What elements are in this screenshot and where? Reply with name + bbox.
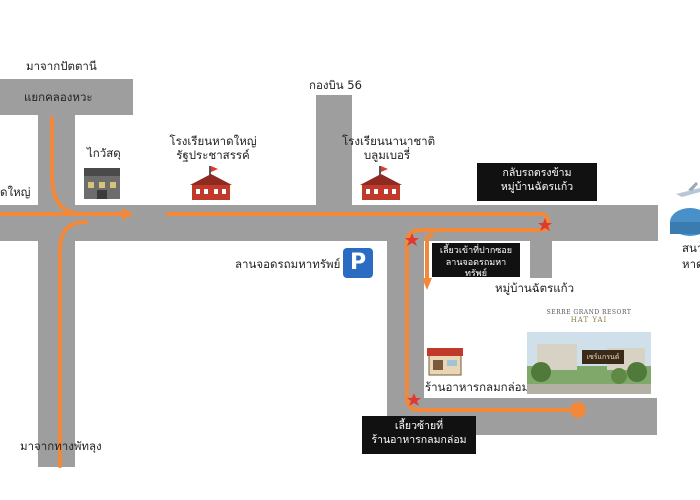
restaurant-label: ร้านอาหารกลมกล่อม <box>425 380 530 394</box>
school-intl-line-2: บลูมเบอรี่ <box>363 147 411 162</box>
school-icon-hatyai <box>190 166 232 200</box>
kong-bin-label: กองบิน 56 <box>309 78 362 92</box>
school-hatyai-line-1: โรงเรียนหาดใหญ่ <box>169 134 257 148</box>
parking-lot-label: ลานจอดรถมหาทรัพย์ <box>235 257 341 271</box>
school-intl-label: โรงเรียนนานาชาติ บลูมเบอรี่ <box>342 134 436 163</box>
enter-soi-box: เลี้ยวเข้าที่ปากซอย ลานจอดรถมหาทรัพย์ <box>432 243 520 279</box>
destination-dot <box>570 402 586 418</box>
restaurant-icon <box>427 348 463 376</box>
mall-icon <box>84 168 120 199</box>
road-kong-bin <box>316 95 352 210</box>
road-village <box>530 238 552 278</box>
school-intl-line-1: โรงเรียนนานาชาติ <box>342 134 436 148</box>
turn-left-line-2: ร้านอาหารกลมกล่อม <box>371 434 467 447</box>
resort-subtitle: HAT YAI <box>570 316 608 324</box>
route-from-phatthalung <box>58 220 88 468</box>
airport-icon <box>670 208 700 236</box>
resort-name: SERRE GRAND RESORT <box>546 309 632 316</box>
turn-left-box: เลี้ยวซ้ายที่ ร้านอาหารกลมกล่อม <box>362 416 476 454</box>
star-restaurant <box>407 393 421 406</box>
resort-sign: เซร์แกรนด์ <box>582 350 624 364</box>
airport-label-line-1: สนา <box>682 241 700 255</box>
road-main <box>0 205 658 241</box>
u-turn-box: กลับรถตรงข้าม หมู่บ้านฉัตรแก้ว <box>477 163 597 201</box>
arrow-head-1 <box>122 208 134 220</box>
school-icon-international <box>360 166 402 200</box>
resort-card: SERRE GRAND RESORT HAT YAI เซร์แกรนด์ <box>527 306 651 394</box>
star-soi <box>405 233 419 246</box>
star-u-turn <box>538 218 552 231</box>
khlong-hae-junction-label: แยกคลองหวะ <box>24 90 93 104</box>
airplane-icon <box>676 182 700 197</box>
airport-label-line-2: หาด <box>682 257 700 271</box>
village-label: หมู่บ้านฉัตรแก้ว <box>495 281 575 295</box>
stars <box>405 218 552 406</box>
hatyai-left-label: ดใหญ่ <box>0 185 31 199</box>
school-hatyai-line-2: รัฐประชาสรรค์ <box>176 147 250 162</box>
enter-soi-line-1: เลี้ยวเข้าที่ปากซอย <box>439 246 513 256</box>
u-turn-line-2: หมู่บ้านฉัตรแก้ว <box>500 181 574 194</box>
route-lines <box>0 116 580 468</box>
arrow-head-2 <box>422 278 432 290</box>
clock-tower-label: ไกวัสดุ <box>87 146 121 160</box>
route-soi-entrance <box>425 233 434 285</box>
u-turn-line-1: กลับรถตรงข้าม <box>502 167 572 179</box>
parking-icon: P <box>343 248 373 278</box>
road-vertical-left <box>38 79 75 467</box>
enter-soi-line-2: ลานจอดรถมหาทรัพย์ <box>445 257 507 280</box>
school-hatyai-label: โรงเรียนหาดใหญ่ รัฐประชาสรรค์ <box>168 134 258 163</box>
turn-left-line-1: เลี้ยวซ้ายที่ <box>394 420 444 432</box>
route-main <box>166 212 580 412</box>
from-phatthalung-label: มาจากทางพัทลุง <box>20 439 102 453</box>
from-pattani-label: มาจากปัตตานี <box>26 59 97 73</box>
